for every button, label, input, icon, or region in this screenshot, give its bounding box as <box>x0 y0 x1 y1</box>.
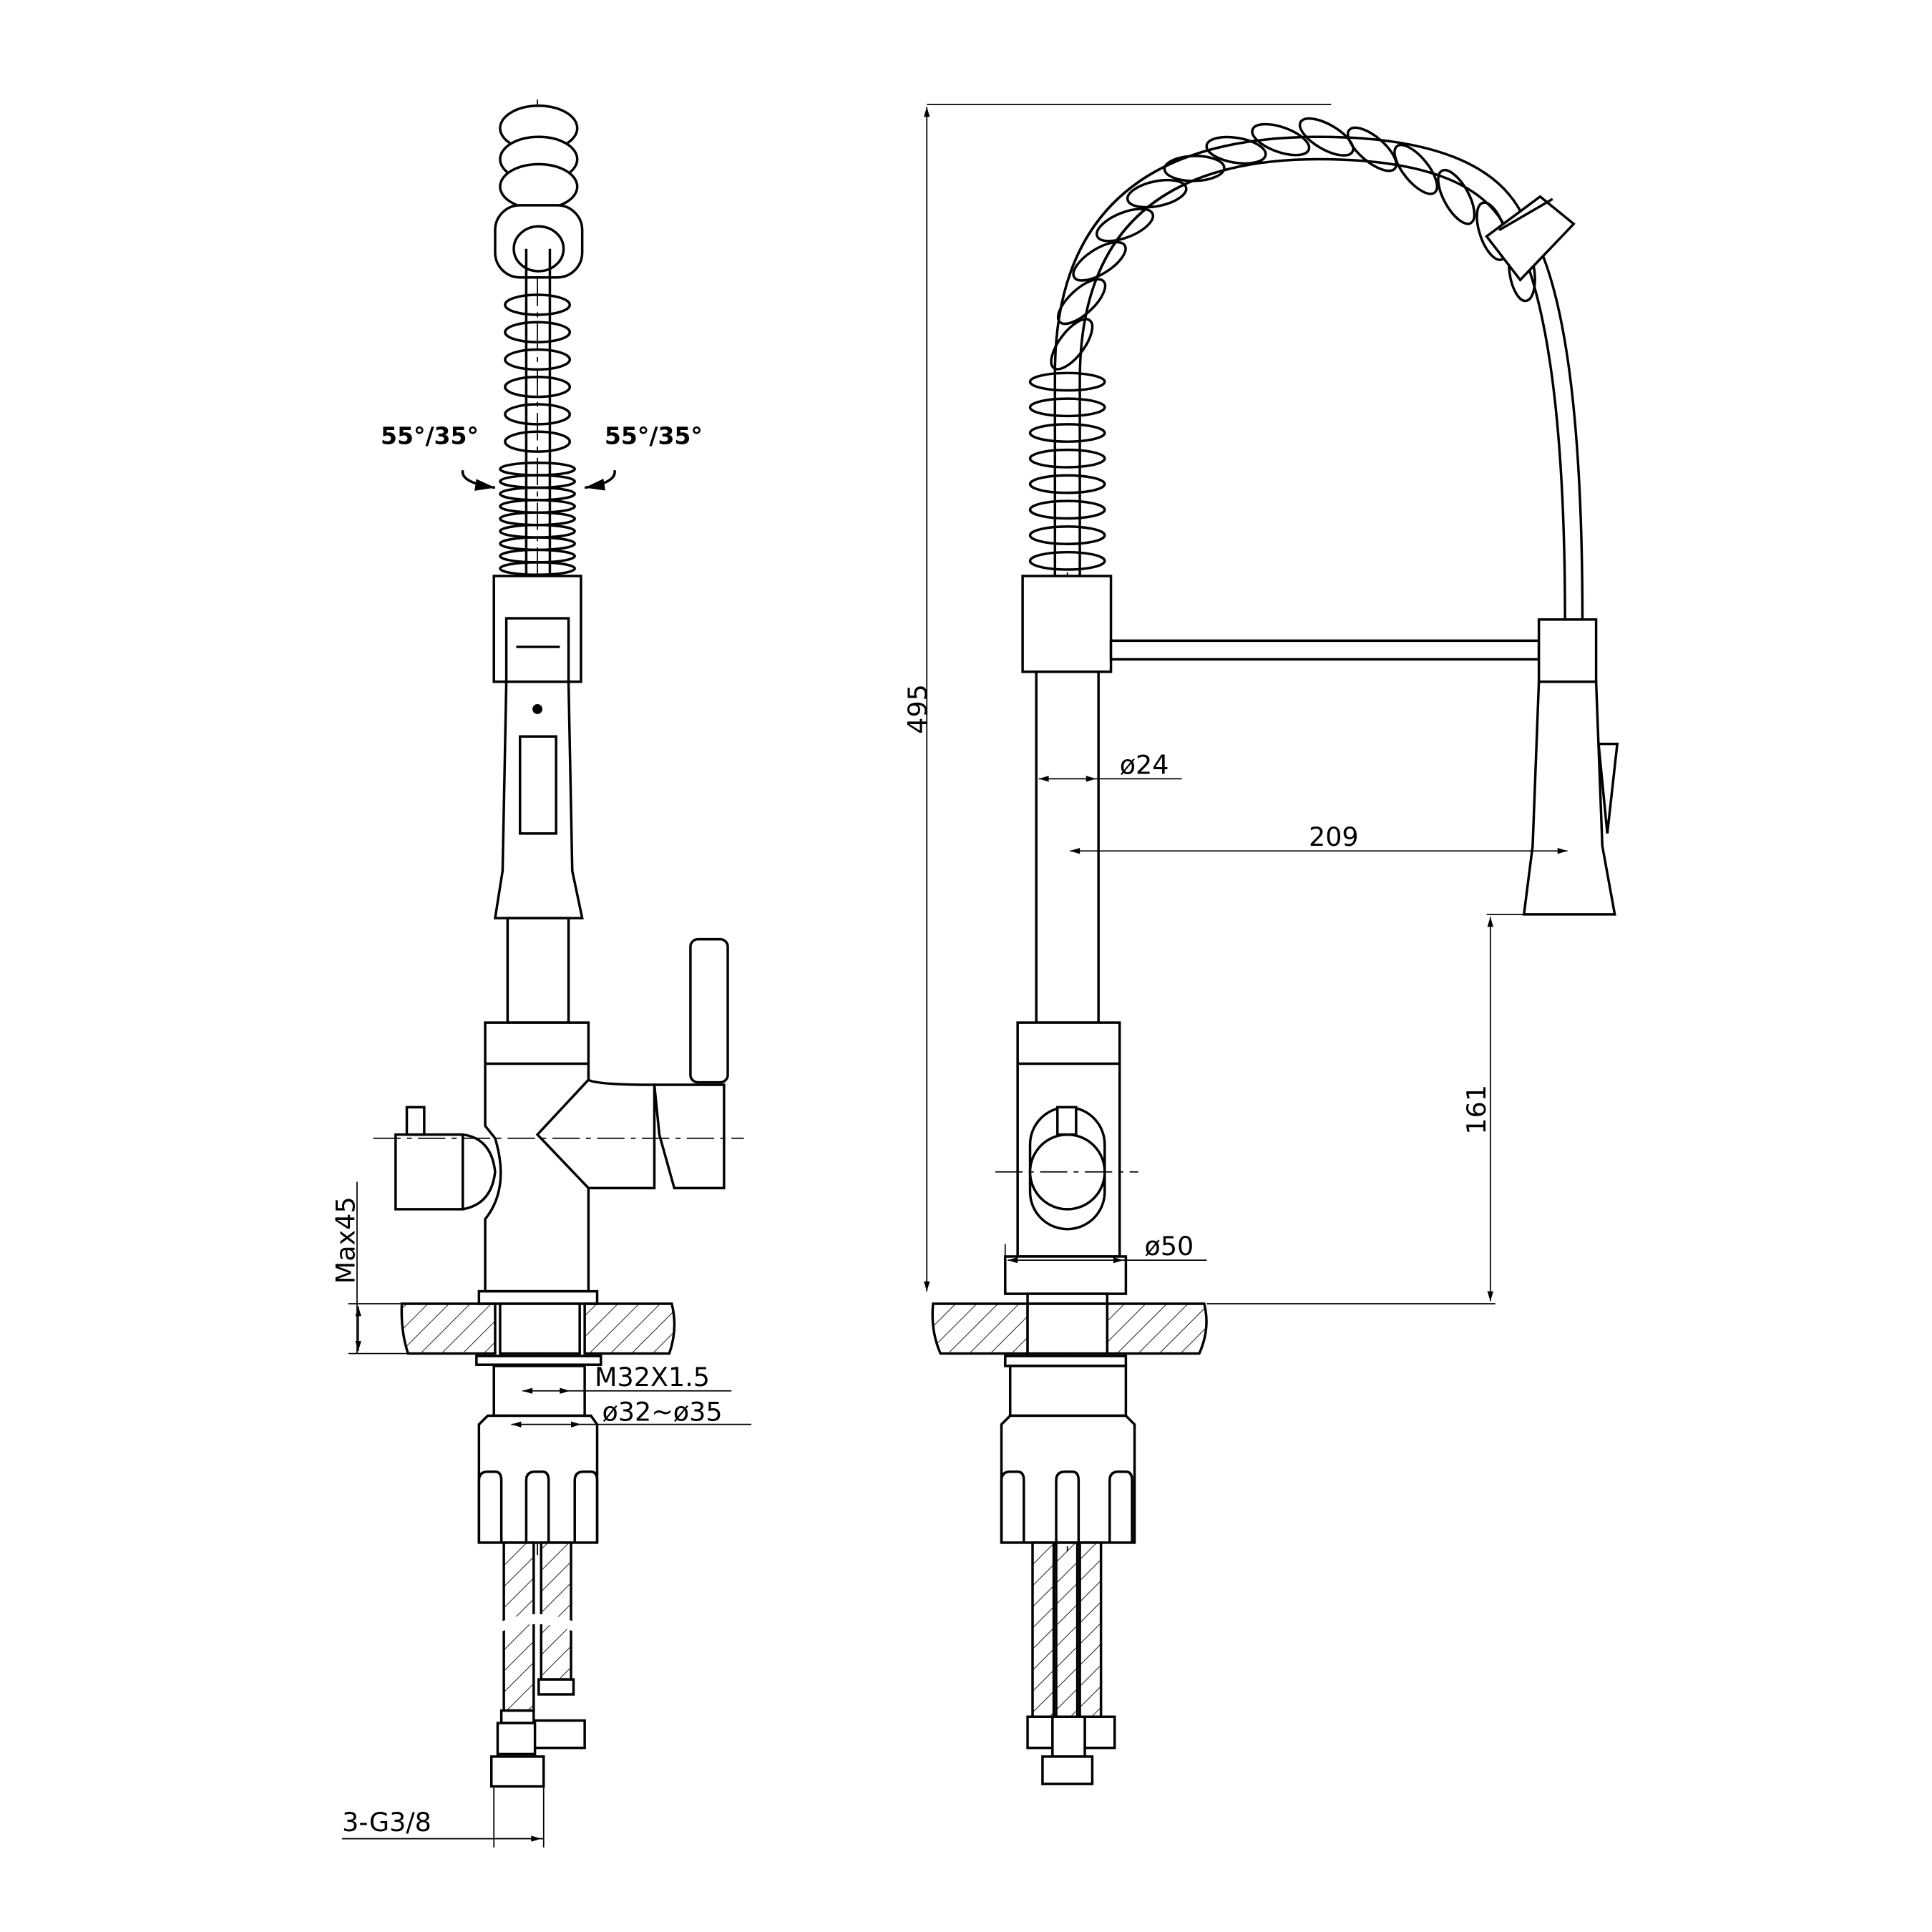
side-tube <box>1035 670 1100 1024</box>
coil-loop <box>1028 550 1106 571</box>
coil-loop <box>1251 122 1311 157</box>
dimension-max45: Max45 <box>330 1181 409 1355</box>
rotate-right-arrow-icon <box>584 469 616 491</box>
coil-loop <box>1437 169 1476 225</box>
coil-loop <box>504 430 572 453</box>
horizontal-bar <box>1109 639 1541 661</box>
dimension-thread: M32X1.5 <box>522 1362 732 1394</box>
coil-loop <box>1028 474 1106 494</box>
dimension-reach: 209 <box>1070 821 1568 854</box>
rotation-left-label: 55°/35° <box>381 422 479 450</box>
coil-loop <box>1096 208 1155 243</box>
lever-handle <box>689 937 729 1084</box>
dimension-spout-height: 161 <box>1206 913 1524 1304</box>
braided-hoses <box>489 1541 586 1788</box>
coil-loop <box>1028 525 1106 545</box>
spout-hose-outer <box>1053 135 1532 576</box>
coil-loop <box>1056 278 1107 326</box>
thread-label: M32X1.5 <box>595 1362 710 1392</box>
coil-loop <box>1028 448 1106 469</box>
front-view: 55°/35° 55°/35° <box>330 99 752 1848</box>
hose-nut <box>489 1755 545 1788</box>
side-braided-hoses <box>1026 1541 1116 1785</box>
coil-loop <box>1163 155 1226 182</box>
spray-button <box>518 735 557 835</box>
coil-loop <box>504 321 572 343</box>
side-knob <box>394 1133 464 1211</box>
coil-loop <box>504 348 572 371</box>
side-countertop-right <box>1106 1302 1208 1355</box>
reach-label: 209 <box>1309 821 1359 852</box>
spout-height-label: 161 <box>1461 1085 1492 1135</box>
tube-diameter-label: ø24 <box>1120 749 1169 780</box>
side-mounting-nut <box>1000 1414 1136 1544</box>
countertop-section-left <box>400 1302 497 1355</box>
coil-loop <box>1126 178 1188 209</box>
coil-loop <box>504 403 572 426</box>
dimension-height: 495 <box>902 104 1332 1292</box>
side-collar <box>1021 575 1113 673</box>
base-diameter-label: ø50 <box>1144 1231 1194 1262</box>
coil-loop <box>1205 135 1267 165</box>
coil-loop <box>1028 423 1106 443</box>
coil-loop <box>1028 371 1106 392</box>
side-spray-trigger <box>1597 742 1619 834</box>
coil-loop <box>1028 499 1106 520</box>
rotation-right-label: 55°/35° <box>605 422 703 450</box>
dimension-tube: ø24 <box>1038 749 1182 782</box>
mounting-nut <box>477 1414 599 1544</box>
hose-nut <box>527 1719 586 1750</box>
nut-ribs <box>477 1470 599 1543</box>
spout-spring-coils <box>1028 117 1536 571</box>
rotate-left-arrow-icon <box>461 469 496 491</box>
countertop-section-right <box>583 1302 676 1355</box>
coil-loop <box>1298 117 1355 157</box>
dimension-hole: ø32~ø35 <box>511 1396 752 1428</box>
spring-top-rings <box>494 104 584 279</box>
spring-end-cap <box>1485 195 1576 282</box>
indicator-dot <box>532 704 543 714</box>
dimension-connection: 3-G3/8 <box>342 1786 545 1848</box>
side-view: 495 ø24 209 161 ø50 <box>902 104 1619 1785</box>
dimension-base: ø50 <box>1004 1231 1207 1264</box>
coil-loop <box>1347 126 1397 172</box>
height-label: 495 <box>902 684 933 734</box>
spring-coils <box>499 293 576 576</box>
coil-loop <box>1028 397 1106 418</box>
washer <box>475 1355 602 1366</box>
side-head-holder <box>1537 618 1598 683</box>
connection-label: 3-G3/8 <box>342 1807 431 1838</box>
coil-loop <box>1050 318 1094 371</box>
coil-loop <box>1393 143 1439 195</box>
coil-loop <box>504 376 572 399</box>
coil-loop <box>1072 240 1127 282</box>
coil-loop <box>504 293 572 316</box>
side-spray-head <box>1522 680 1616 916</box>
side-countertop-left <box>931 1302 1029 1355</box>
max45-label: Max45 <box>330 1196 361 1284</box>
hole-diameter-label: ø32~ø35 <box>602 1396 722 1427</box>
